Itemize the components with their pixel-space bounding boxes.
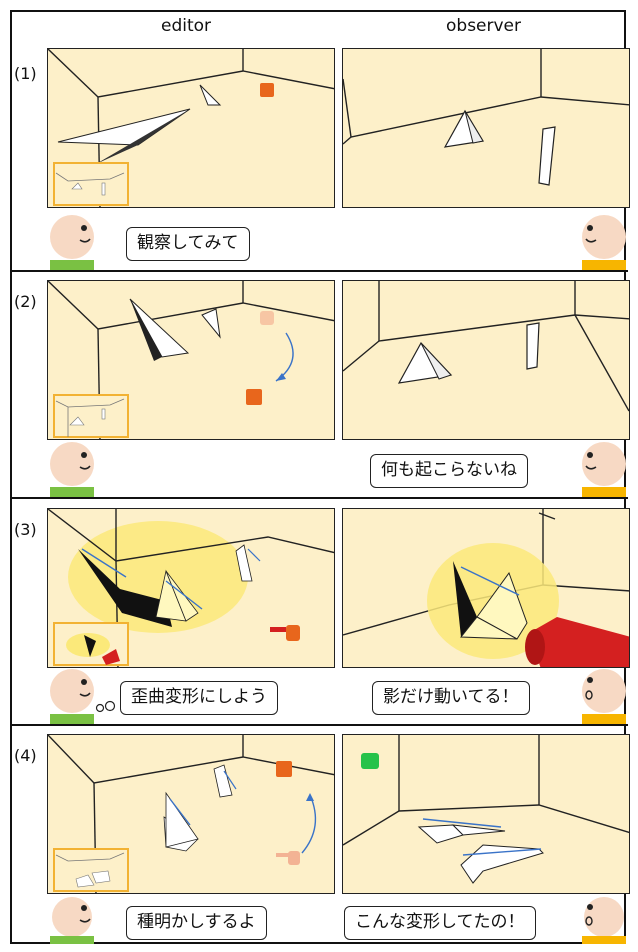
column-header-editor: editor — [161, 16, 212, 36]
observer-avatar — [582, 215, 626, 270]
observer-avatar-surprised — [582, 669, 626, 724]
editor-view-2 — [47, 280, 335, 440]
panel-label-2: (2) — [14, 292, 37, 311]
editor-view-3 — [47, 508, 335, 668]
editor-avatar — [50, 897, 94, 944]
observer-speech-bubble-4: こんな変形してたの！ — [344, 906, 536, 940]
panel-label-4: (4) — [14, 746, 37, 765]
row-divider — [10, 497, 628, 499]
row-divider — [10, 724, 628, 726]
editor-avatar — [50, 215, 94, 270]
editor-avatar-thinking — [50, 669, 116, 724]
row-divider — [10, 270, 628, 272]
panel-label-3: (3) — [14, 520, 37, 539]
observer-speech-bubble-2: 何も起こらないね — [370, 454, 528, 488]
frame-left — [10, 10, 12, 944]
panel-label-1: (1) — [14, 64, 37, 83]
observer-view-4 — [342, 734, 630, 894]
observer-speech-bubble-3: 影だけ動いてる！ — [372, 681, 530, 715]
editor-view-1 — [47, 48, 335, 208]
observer-view-2 — [342, 280, 630, 440]
editor-avatar — [50, 442, 94, 497]
editor-view-4 — [47, 734, 335, 894]
column-header-observer: observer — [446, 16, 522, 36]
editor-speech-bubble-4: 種明かしするよ — [126, 906, 267, 940]
observer-avatar-surprised — [582, 897, 626, 944]
observer-view-1 — [342, 48, 630, 208]
observer-view-3 — [342, 508, 630, 668]
observer-avatar — [582, 442, 626, 497]
editor-speech-bubble-1: 観察してみて — [126, 227, 250, 261]
editor-speech-bubble-3: 歪曲変形にしよう — [120, 681, 278, 715]
